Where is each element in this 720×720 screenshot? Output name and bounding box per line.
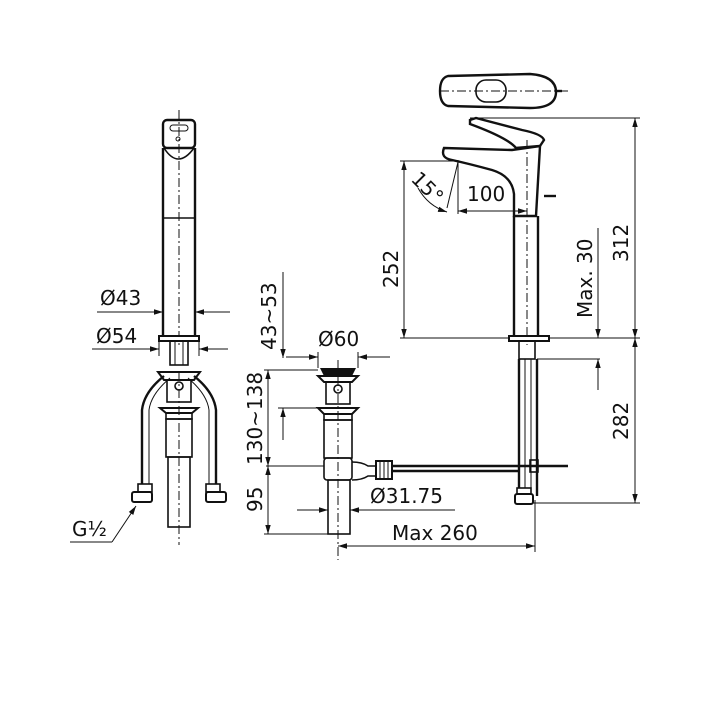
dim-max-deck: Max. 30 — [573, 238, 597, 318]
side-view-faucet — [438, 72, 568, 505]
dim-tilt-angle: 15° — [406, 167, 448, 209]
dim-body-diameter: Ø43 — [100, 286, 141, 310]
dim-below-deck: 282 — [609, 402, 633, 440]
pop-up-waste — [315, 360, 568, 560]
side-view-dimensions: 15° 100 252 312 Max. 30 282 — [379, 117, 640, 504]
waste-dimensions: 43~53 Ø60 130~138 95 Ø31.75 Max 260 — [243, 272, 536, 552]
dim-total-height: 312 — [609, 224, 633, 262]
dim-spout-reach: 100 — [467, 182, 505, 206]
front-view-faucet — [131, 110, 227, 545]
dim-base-diameter: Ø54 — [96, 324, 137, 348]
dim-plug-diameter: Ø60 — [318, 327, 359, 351]
dim-tail-diameter: Ø31.75 — [370, 484, 443, 508]
dim-spout-height: 252 — [379, 250, 403, 288]
dim-tail-length: 95 — [243, 487, 267, 512]
dim-counter-thickness: 43~53 — [257, 282, 281, 350]
dim-max-spacing: Max 260 — [392, 521, 478, 545]
dim-waste-height: 130~138 — [243, 372, 267, 465]
dim-inlet-thread: G½ — [72, 517, 107, 541]
front-view-dimensions: Ø43 Ø54 G½ — [70, 286, 230, 543]
